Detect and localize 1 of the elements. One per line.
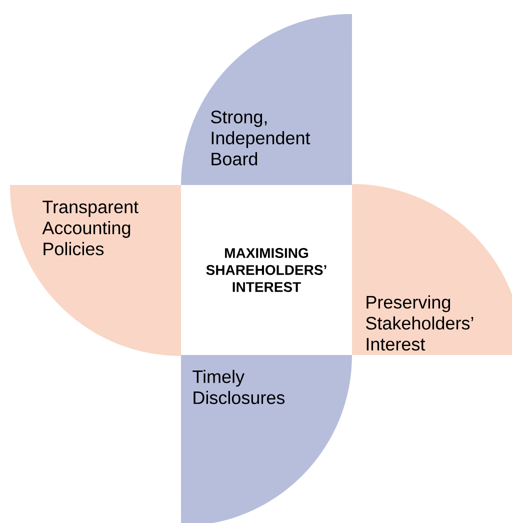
center-label: MAXIMISING SHAREHOLDERS’ INTEREST	[206, 248, 326, 292]
